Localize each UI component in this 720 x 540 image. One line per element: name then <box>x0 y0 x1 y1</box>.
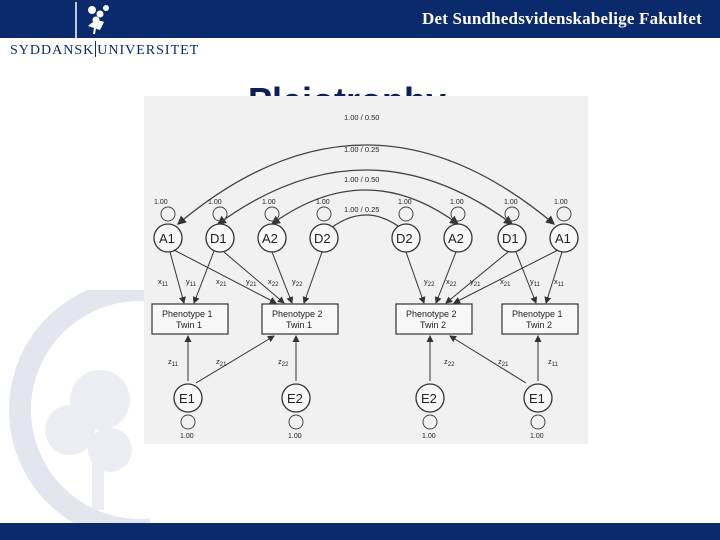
pleiotropy-path-diagram: 1.00 / 0.50 1.00 / 0.25 1.00 / 0.50 1.00… <box>144 96 588 444</box>
latent-e1-twin2: E1 1.00 <box>523 383 553 440</box>
node-label: A1 <box>555 231 571 246</box>
variance-label: 1.00 <box>316 199 330 206</box>
faculty-title: Det Sundhedsvidenskabelige Fakultet <box>422 9 702 28</box>
path-label-z22-t2: z22 <box>444 357 455 368</box>
latent-a1-twin1: 1.00 A1 <box>153 199 183 253</box>
node-label: A2 <box>448 231 464 246</box>
path-label-y22-t2: y22 <box>424 277 435 288</box>
node-label: D2 <box>314 231 331 246</box>
path-label-x22-t2: x22 <box>446 277 457 288</box>
variance-label: 1.00 <box>288 433 302 440</box>
arc-label-a1: 1.00 / 0.50 <box>344 113 379 122</box>
variance-label: 1.00 <box>422 433 436 440</box>
latent-d2-twin2: 1.00 D2 <box>391 199 421 253</box>
latent-d1-twin2: 1.00 D1 <box>497 199 527 253</box>
path-label-y21-t2: y21 <box>470 277 481 288</box>
latent-d2-twin1: 1.00 D2 <box>309 199 339 253</box>
arc-a1-a1 <box>177 144 555 225</box>
path-label-x11-t1: x11 <box>158 277 169 288</box>
variance-label: 1.00 <box>450 199 464 206</box>
variance-label: 1.00 <box>208 199 222 206</box>
variance-label: 1.00 <box>154 199 168 206</box>
path-label-z11-t2: z11 <box>548 357 559 368</box>
phenotype-box-p1-twin1: Phenotype 1 Twin 1 <box>151 303 229 335</box>
box-line1: Phenotype 1 <box>512 309 563 319</box>
factor-paths <box>169 249 563 304</box>
university-name-right: UNIVERSITET <box>97 43 200 58</box>
box-line1: Phenotype 2 <box>272 309 323 319</box>
path-label-z22-t1: z22 <box>278 357 289 368</box>
path-label-z21-t1: z21 <box>216 357 227 368</box>
phenotype-box-p2-twin1: Phenotype 2 Twin 1 <box>261 303 339 335</box>
node-label: D1 <box>210 231 227 246</box>
arc-a2-a2 <box>270 189 460 225</box>
latent-e2-twin1: E2 1.00 <box>281 383 311 440</box>
latent-e1-twin1: E1 1.00 <box>173 383 203 440</box>
node-label: A1 <box>159 231 175 246</box>
variance-label: 1.00 <box>398 199 412 206</box>
box-line1: Phenotype 1 <box>162 309 213 319</box>
path-label-y22-t1: y22 <box>292 277 303 288</box>
path-label-y21-t1: y21 <box>246 277 257 288</box>
arc-label-d2: 1.00 / 0.25 <box>344 205 379 214</box>
latent-a1-twin2: 1.00 A1 <box>549 199 579 253</box>
path-label-y11-t1: y11 <box>186 277 197 288</box>
arc-d2-d2 <box>325 214 407 233</box>
university-name-divider <box>95 41 97 57</box>
path-label-x21-t1: x21 <box>216 277 227 288</box>
university-seal-watermark <box>9 290 150 540</box>
environment-paths <box>184 335 542 384</box>
path-label-x11-t2: x11 <box>554 277 565 288</box>
phenotype-box-p1-twin2: Phenotype 1 Twin 2 <box>501 303 579 335</box>
path-label-z21-t2: z21 <box>498 357 509 368</box>
variance-label: 1.00 <box>180 433 194 440</box>
node-label: E1 <box>179 391 195 406</box>
path-label-x22-t1: x22 <box>268 277 279 288</box>
arc-d1-d1 <box>216 169 514 225</box>
box-line2: Twin 2 <box>420 320 446 330</box>
factor-path-labels: x11 y11 x21 y21 x22 y22 y22 x22 y21 x21 … <box>158 277 565 288</box>
latent-a2-twin2: 1.00 A2 <box>443 199 473 253</box>
box-line2: Twin 2 <box>526 320 552 330</box>
node-label: D1 <box>502 231 519 246</box>
node-label: E2 <box>421 391 437 406</box>
environment-path-labels: z11 z21 z22 z22 z21 z11 <box>168 357 559 368</box>
node-label: D2 <box>396 231 413 246</box>
variance-label: 1.00 <box>530 433 544 440</box>
path-label-z11-t1: z11 <box>168 357 179 368</box>
footer-bar <box>0 523 720 540</box>
path-label-x21-t2: x21 <box>500 277 511 288</box>
box-line1: Phenotype 2 <box>406 309 457 319</box>
university-logo <box>70 0 130 38</box>
variance-label: 1.00 <box>554 199 568 206</box>
variance-label: 1.00 <box>262 199 276 206</box>
arc-label-d1: 1.00 / 0.25 <box>344 145 379 154</box>
node-label: E2 <box>287 391 303 406</box>
node-label: E1 <box>529 391 545 406</box>
box-line2: Twin 1 <box>176 320 202 330</box>
latent-e2-twin2: E2 1.00 <box>415 383 445 440</box>
path-label-y11-t2: y11 <box>530 277 541 288</box>
variance-label: 1.00 <box>504 199 518 206</box>
latent-a2-twin1: 1.00 A2 <box>257 199 287 253</box>
path-diagram-svg: 1.00 / 0.50 1.00 / 0.25 1.00 / 0.50 1.00… <box>151 113 579 440</box>
arc-label-a2: 1.00 / 0.50 <box>344 175 379 184</box>
phenotype-box-p2-twin2: Phenotype 2 Twin 2 <box>395 303 473 335</box>
node-label: A2 <box>262 231 278 246</box>
university-name-left: SYDDANSK <box>10 43 95 58</box>
tree-logo-icon <box>75 2 109 38</box>
latent-d1-twin1: 1.00 D1 <box>205 199 235 253</box>
box-line2: Twin 1 <box>286 320 312 330</box>
